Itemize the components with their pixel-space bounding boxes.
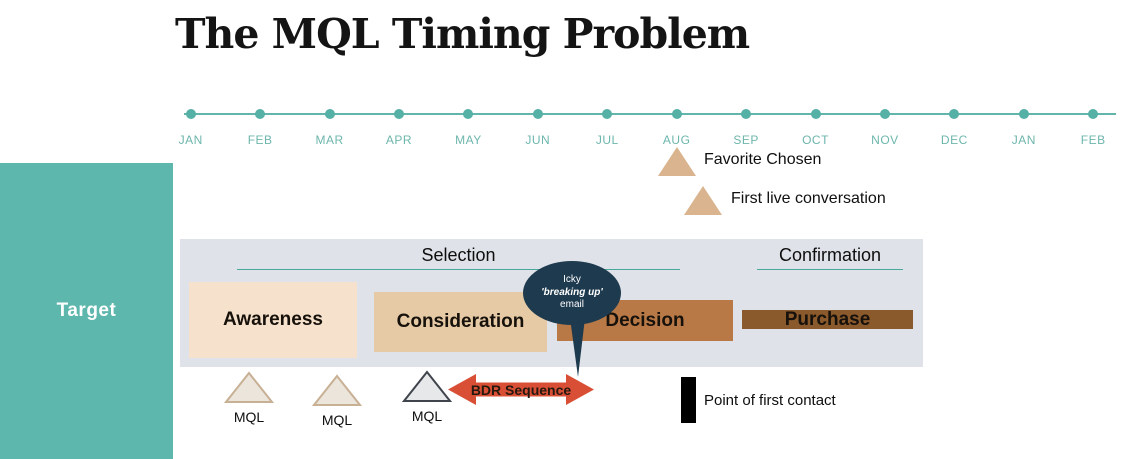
month-label: JUL — [595, 133, 619, 147]
bubble-line-3: email — [560, 299, 584, 311]
phase-confirmation-underline — [757, 269, 903, 270]
mql-label: MQL — [321, 412, 353, 428]
timeline-dot — [255, 109, 266, 119]
first-contact-label: Point of first contact — [704, 392, 836, 409]
month-label: OCT — [802, 133, 829, 147]
month-label: MAY — [455, 133, 482, 147]
bdr-sequence-arrow-icon — [448, 374, 594, 405]
mql-triangle-icon — [402, 370, 452, 402]
timeline: JAN FEB MAR APR MAY JUN JUL AUG — [156, 109, 1127, 147]
timeline-dot — [879, 109, 890, 119]
timeline-dot — [810, 109, 821, 119]
month-label: MAR — [315, 133, 344, 147]
mql-marker-2: MQL — [312, 374, 362, 428]
target-sidebar: Target — [0, 163, 173, 459]
timeline-line — [184, 113, 1116, 115]
icky-email-speech-bubble: Icky 'breaking up' email — [523, 261, 621, 325]
timeline-month-nov: NOV — [850, 109, 919, 147]
timeline-dot — [185, 109, 196, 119]
month-label: JAN — [178, 133, 203, 147]
timeline-dot — [1018, 109, 1029, 119]
timeline-dot — [602, 109, 613, 119]
mql-triangle-icon — [312, 374, 362, 406]
month-label: JUN — [525, 133, 551, 147]
timeline-dot — [741, 109, 752, 119]
bdr-sequence-label: BDR Sequence — [470, 381, 572, 398]
mql-marker-1: MQL — [224, 371, 274, 425]
timeline-month-apr: APR — [364, 109, 433, 147]
mql-triangle-icon — [224, 371, 274, 403]
mql-label: MQL — [411, 408, 443, 424]
mql-label: MQL — [233, 409, 265, 425]
first-contact-bar — [681, 377, 696, 423]
month-label: NOV — [871, 133, 899, 147]
timeline-dot — [949, 109, 960, 119]
timeline-month-mar: MAR — [295, 109, 364, 147]
timeline-dot — [1088, 109, 1099, 119]
month-label: DEC — [940, 133, 968, 147]
timeline-month-may: MAY — [434, 109, 503, 147]
month-label: FEB — [1080, 133, 1106, 147]
month-label: JAN — [1011, 133, 1036, 147]
timeline-month-jan1: JAN — [156, 109, 225, 147]
first-conversation-triangle-icon — [684, 186, 722, 215]
month-label: AUG — [662, 133, 691, 147]
timeline-month-feb2: FEB — [1058, 109, 1127, 147]
target-label: Target — [56, 300, 117, 321]
timeline-month-jan2: JAN — [989, 109, 1058, 147]
month-label: APR — [385, 133, 413, 147]
timeline-month-jun: JUN — [503, 109, 572, 147]
favorite-chosen-label: Favorite Chosen — [704, 151, 822, 168]
stage-awareness: Awareness — [189, 282, 357, 358]
timeline-month-oct: OCT — [781, 109, 850, 147]
page-title: The MQL Timing Problem — [175, 10, 750, 58]
speech-bubble-tail — [570, 318, 585, 377]
timeline-dot — [393, 109, 404, 119]
phase-selection-underline — [237, 269, 680, 270]
bubble-line-2: 'breaking up' — [541, 286, 603, 298]
timeline-month-aug: AUG — [642, 109, 711, 147]
timeline-month-feb1: FEB — [225, 109, 294, 147]
timeline-dot — [324, 109, 335, 119]
first-conversation-label: First live conversation — [731, 190, 886, 207]
timeline-dot — [463, 109, 474, 119]
favorite-chosen-triangle-icon — [658, 147, 696, 176]
phase-confirmation-label: Confirmation — [778, 245, 882, 265]
timeline-month-jul: JUL — [573, 109, 642, 147]
stage-consideration: Consideration — [374, 292, 547, 352]
timeline-month-sep: SEP — [711, 109, 780, 147]
timeline-dot — [532, 109, 543, 119]
mql-marker-3: MQL — [402, 370, 452, 424]
bubble-line-1: Icky — [563, 274, 581, 286]
stage-purchase: Purchase — [742, 309, 913, 330]
month-label: SEP — [733, 133, 759, 147]
timeline-dot — [671, 109, 682, 119]
timeline-month-dec: DEC — [920, 109, 989, 147]
month-label: FEB — [247, 133, 273, 147]
phase-selection-label: Selection — [421, 245, 496, 265]
